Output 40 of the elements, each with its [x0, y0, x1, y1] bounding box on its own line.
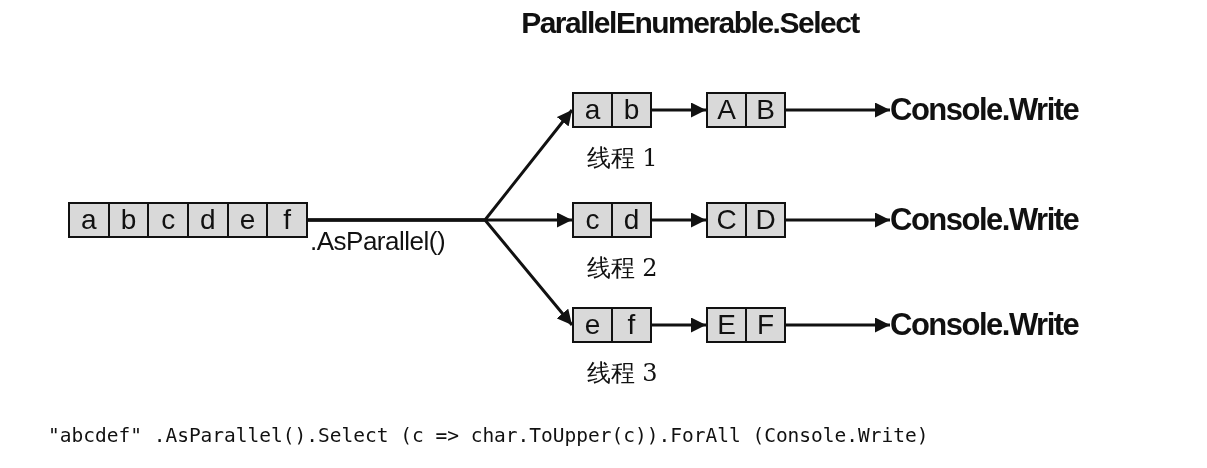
- array-box: [706, 202, 786, 238]
- arrow: [786, 212, 890, 228]
- array-cell: d: [187, 204, 227, 236]
- array-cell-text: E: [716, 309, 737, 341]
- array-cell: D: [745, 204, 784, 236]
- output-label: Console.Write: [890, 88, 1090, 132]
- arrow: [786, 102, 890, 118]
- array-cell: d: [611, 204, 650, 236]
- array-cell: b: [107, 204, 148, 236]
- array-cell: F: [745, 309, 784, 341]
- array-box: [572, 307, 652, 343]
- code-caption: "abcdef" .AsParallel().Select (c => char.ToUpper(c)).ForAll (Console.Write): [48, 424, 929, 447]
- array-box: [706, 307, 786, 343]
- arrow: [652, 102, 706, 118]
- arrow: [652, 317, 706, 333]
- array-box: [68, 202, 308, 238]
- array-cell-text: c: [584, 204, 601, 236]
- array-cell-text: A: [716, 94, 737, 126]
- array-cell-text: C: [715, 204, 738, 236]
- diagram-title: ParallelEnumerable.Select: [521, 6, 859, 40]
- array-cell: c: [147, 204, 187, 236]
- array-box: [706, 92, 786, 128]
- array-cell: f: [611, 309, 650, 341]
- output-label: Console.Write: [890, 198, 1090, 242]
- array-box: [572, 92, 652, 128]
- arrow: [786, 317, 890, 333]
- thread-label: 线程 1: [586, 143, 658, 174]
- array-cell-text: e: [583, 309, 602, 341]
- thread-label: 线程 3: [586, 358, 658, 389]
- array-cell: B: [745, 94, 784, 126]
- array-cell: b: [611, 94, 650, 126]
- array-cell: e: [226, 204, 267, 236]
- array-box: [572, 202, 652, 238]
- arrow: [652, 212, 706, 228]
- array-cell-text: a: [80, 204, 98, 236]
- arrow: [308, 218, 574, 326]
- thread-label: 线程 2: [586, 253, 658, 284]
- array-cell: f: [266, 204, 307, 236]
- output-label: Console.Write: [890, 303, 1090, 347]
- array-cell-text: a: [583, 94, 602, 126]
